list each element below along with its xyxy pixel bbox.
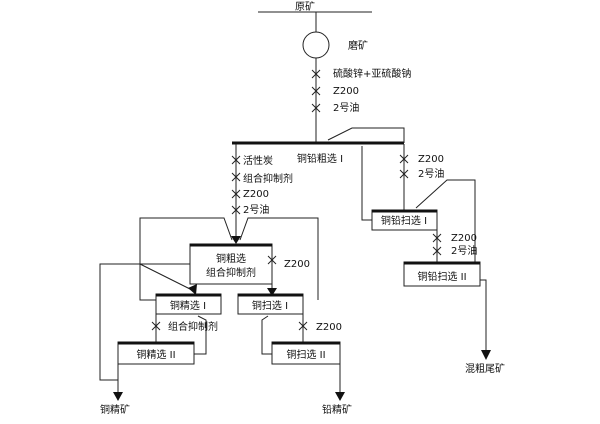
cu-scav2-label: 铜扫选 II: [286, 348, 325, 361]
cu-scav2-return-line: [261, 315, 272, 355]
cu-scav1-return-line: [239, 217, 319, 300]
reagent-z200-a-label: Z200: [333, 86, 359, 97]
cu-rougher-conc-line: [139, 263, 195, 292]
reagent-mark-14: [298, 321, 308, 331]
reagent-depressant-c-label: 组合抑制剂: [168, 320, 218, 333]
reagent-oil2-c-label: 2号油: [418, 167, 444, 180]
pb-conc-arrow: [335, 392, 345, 401]
grinding-mill: [302, 31, 330, 59]
reagent-z200-f-label: Z200: [316, 322, 342, 333]
rougher-conc-arrow: [231, 236, 241, 244]
reagent-oil2-a-label: 2号油: [333, 101, 359, 114]
reagent-z200-d-label: Z200: [451, 233, 477, 244]
scav2-return-line: [415, 179, 476, 262]
reagent-mark-2: [311, 86, 321, 96]
reagent-z200-c-label: Z200: [418, 154, 444, 165]
reagent-depressant-b-label: 组合抑制剂: [206, 266, 256, 279]
cu-cleaner2-return-line: [194, 315, 207, 355]
cu-cleaner1-return-line: [139, 217, 233, 301]
cu-concentrate-label: 铜精矿: [100, 403, 130, 416]
cu-rougher-box: [189, 243, 273, 285]
cu-pb-scav2-label: 铜铅扫选 II: [417, 270, 466, 283]
reagent-mark-7: [231, 205, 241, 215]
cu-cleaner2-label: 铜精选 II: [136, 348, 175, 361]
reagent-oil2-d-label: 2号油: [451, 244, 477, 257]
reagent-mark-4: [231, 155, 241, 165]
pb-concentrate-label: 铅精矿: [322, 403, 352, 416]
cu-conc-arrow: [113, 392, 123, 401]
cu-pb-scav1-label: 铜铅扫选 I: [381, 214, 427, 227]
reagent-mark-5: [231, 172, 241, 182]
grinding-label: 磨矿: [348, 39, 368, 52]
cu-rougher-tail-arrow: [267, 288, 277, 296]
reagent-mark-12: [267, 255, 277, 265]
scav1-conc-return-line: [361, 146, 372, 221]
reagent-oil2-b-label: 2号油: [243, 203, 269, 216]
cu-rougher-label: 铜粗选: [216, 252, 246, 265]
cu-scav1-label: 铜扫选 I: [252, 299, 288, 312]
reagent-mark-11: [432, 246, 442, 256]
reagent-mark-9: [399, 169, 409, 179]
reagent-mark-10: [432, 233, 442, 243]
mixed-tailings-label: 混粗尾矿: [465, 362, 505, 375]
final-tail-arrow: [481, 350, 491, 360]
cu-pb-rougher-label: 铜铅粗选 I: [297, 152, 343, 165]
reagent-mark-13: [151, 321, 161, 331]
reagent-mark-6: [231, 189, 241, 199]
scav1-return-line: [327, 127, 405, 143]
reagent-mark-3: [311, 103, 321, 113]
reagent-mark-1: [311, 69, 321, 79]
cu-conc-output-line: [99, 263, 140, 392]
reagent-zinc-sulfite-label: 硫酸锌+亚硫酸钠: [333, 67, 411, 80]
cu-cleaner1-label: 铜精选 I: [170, 299, 206, 312]
reagent-z200-b-label: Z200: [243, 189, 269, 200]
reagent-depressant-a-label: 组合抑制剂: [243, 172, 293, 185]
reagent-z200-e-label: Z200: [284, 259, 310, 270]
reagent-mark-8: [399, 154, 409, 164]
cu-rougher-conc-arrow: [188, 284, 197, 295]
final-tail-line: [480, 279, 487, 350]
ore-label: 原矿: [295, 0, 315, 13]
reagent-carbon-label: 活性炭: [243, 154, 273, 167]
